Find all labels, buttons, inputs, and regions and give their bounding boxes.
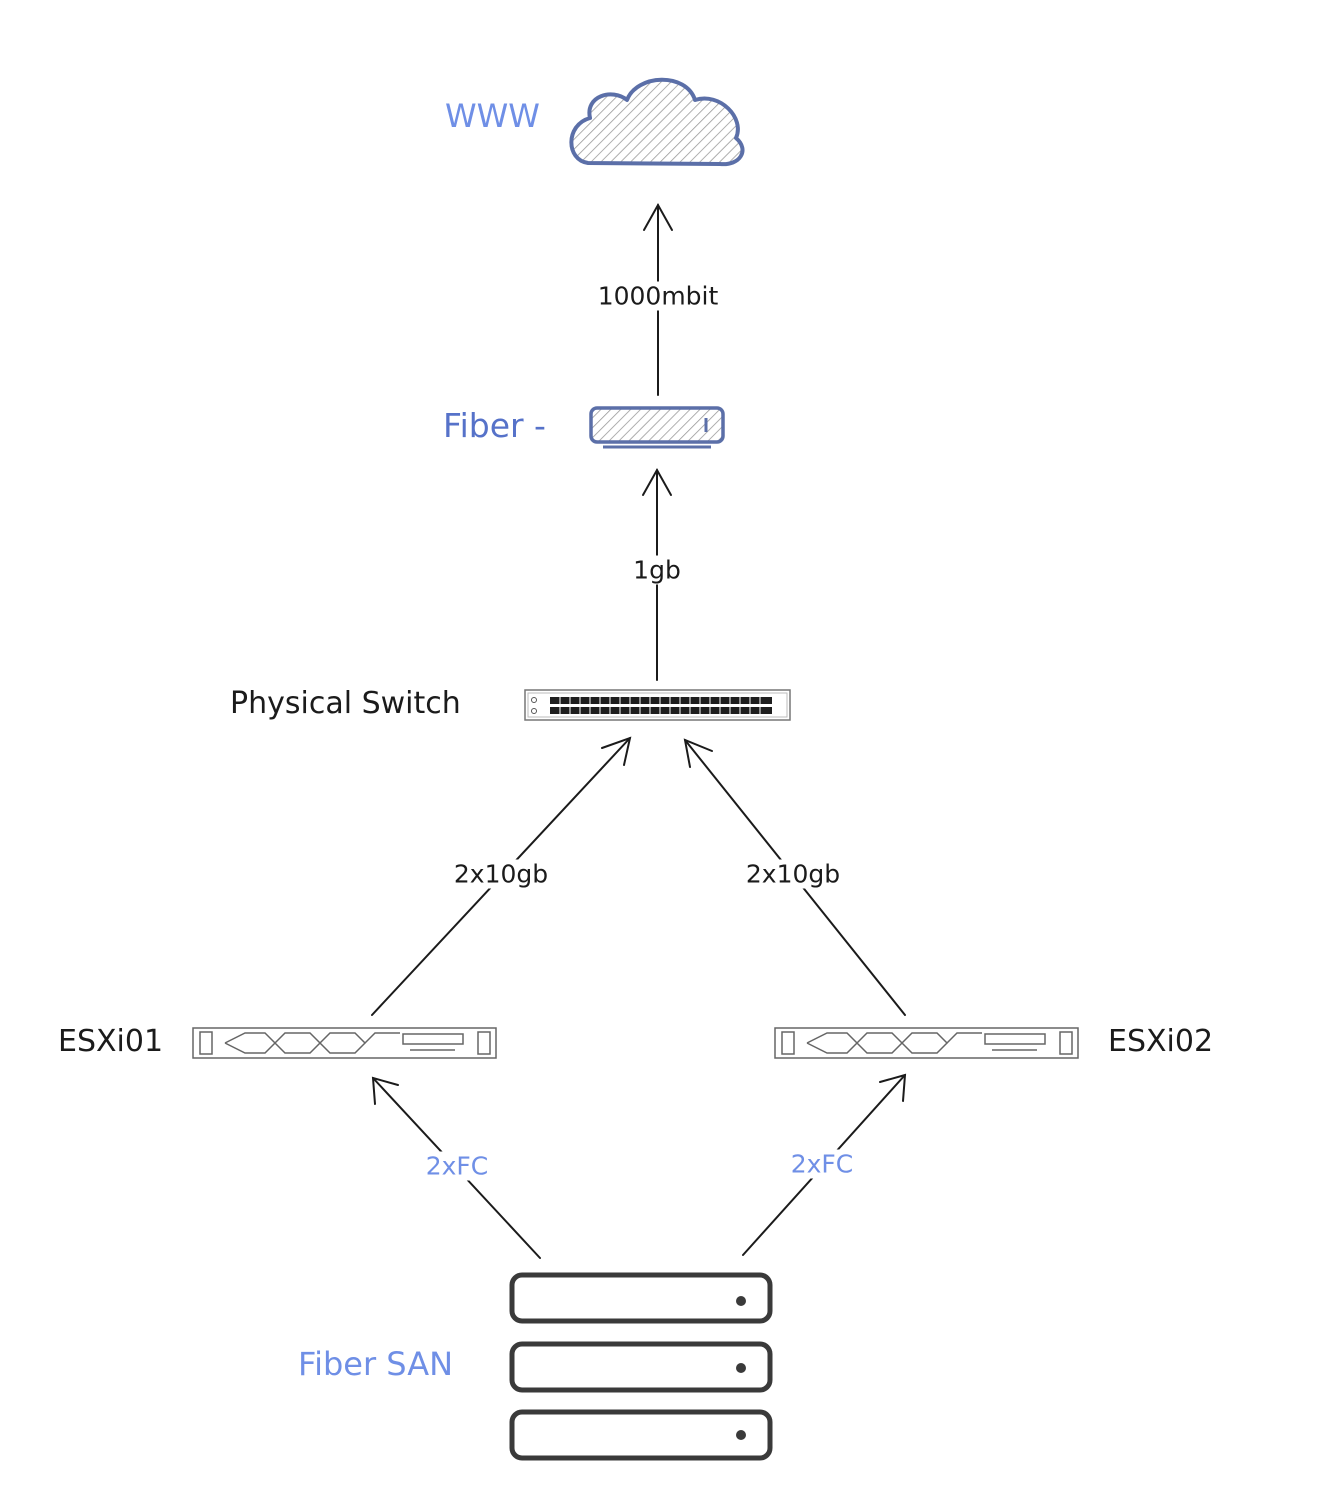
rack-server-icon (192, 1027, 497, 1059)
node-label-esxi02: ESXi02 (1108, 1024, 1214, 1059)
storage-array-icon (509, 1272, 773, 1461)
network-switch-icon (524, 689, 791, 721)
node-label-esxi01: ESXi01 (58, 1024, 164, 1059)
edge-label-2x10gb-right: 2x10gb (742, 859, 844, 889)
edge-label-2xfc-right: 2xFC (787, 1149, 857, 1179)
edge-label-1gb: 1gb (630, 555, 684, 585)
cloud-icon (569, 77, 745, 167)
edge-label-1000mbit: 1000mbit (594, 281, 722, 311)
edge-label-2xfc-left: 2xFC (422, 1151, 492, 1181)
edge-label-2x10gb-left: 2x10gb (450, 859, 552, 889)
node-label-fiber-san: Fiber SAN (298, 1345, 454, 1383)
rack-server-icon (774, 1027, 1079, 1059)
node-label-fiber: Fiber - (443, 406, 546, 445)
fiber-modem-icon (589, 406, 725, 449)
node-label-www: WWW (445, 97, 540, 135)
node-label-physical-switch: Physical Switch (230, 686, 461, 721)
